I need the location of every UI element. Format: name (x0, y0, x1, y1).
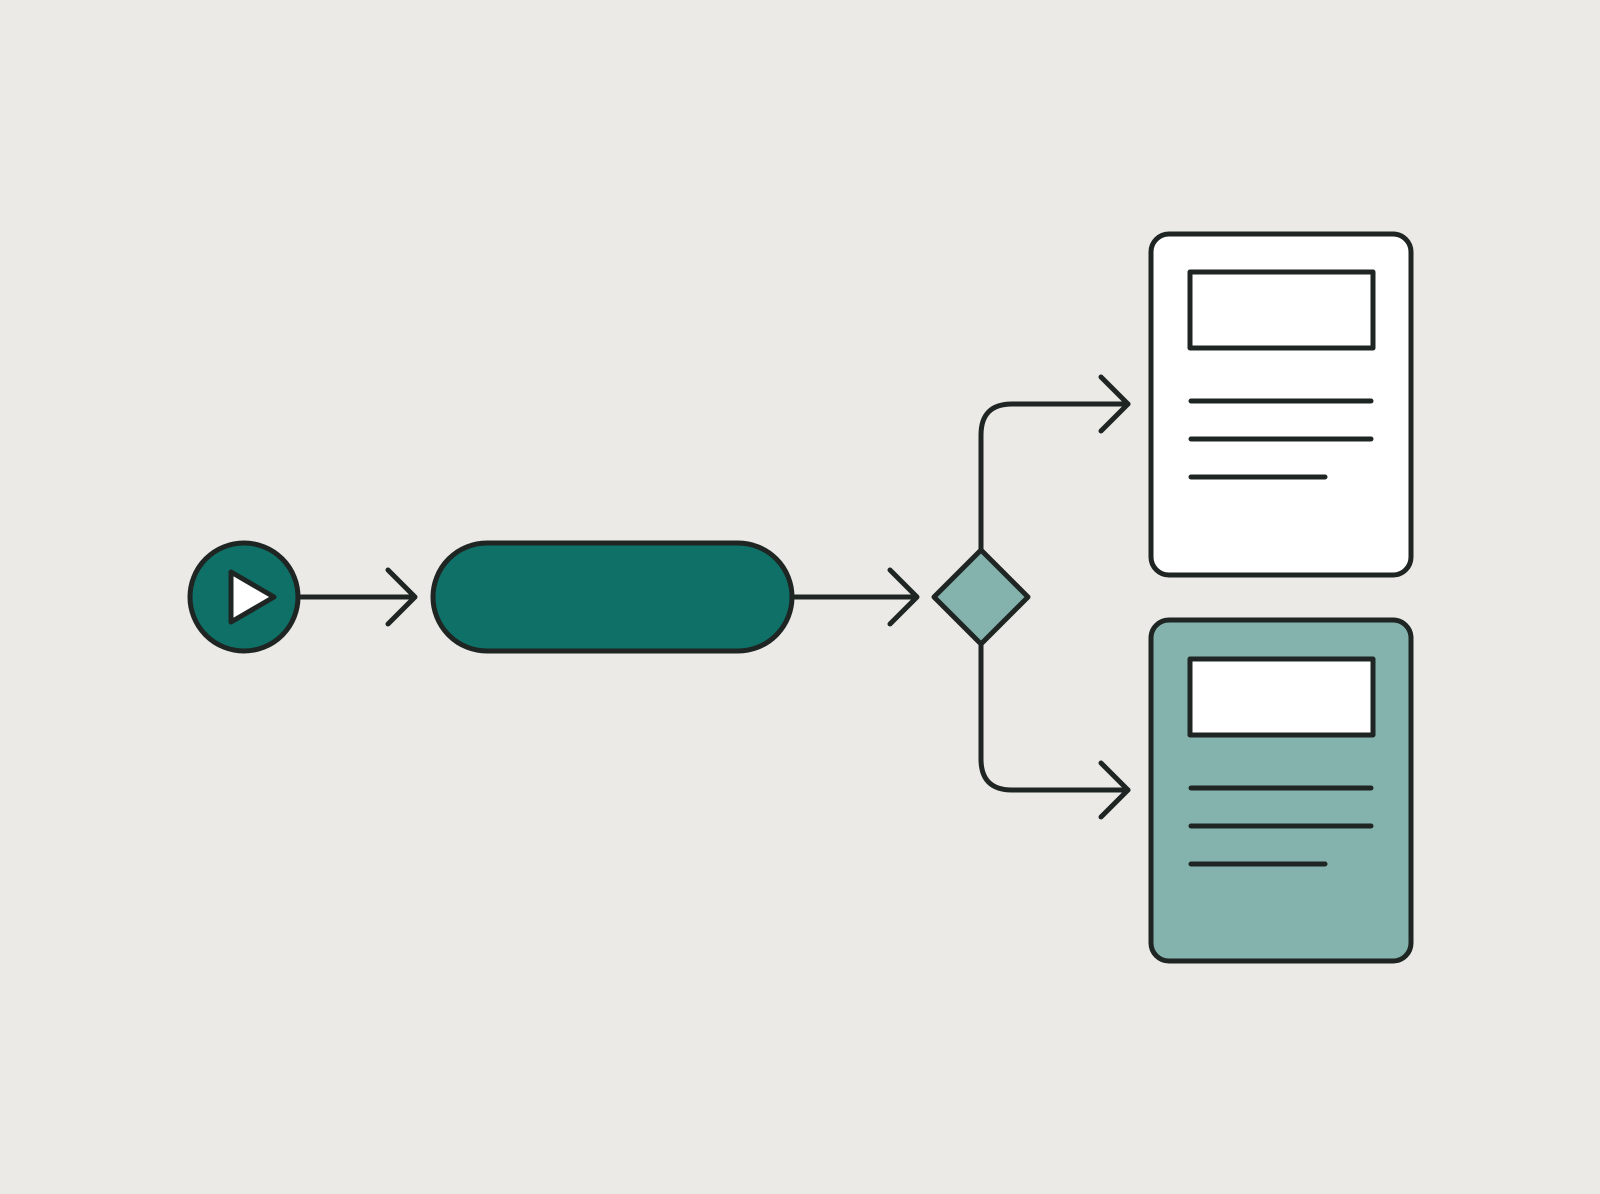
edge-process-to-decision (789, 567, 920, 627)
edge-decision-to-output-b (978, 641, 1131, 820)
edge-start-to-process (295, 567, 418, 627)
arrowhead-icon (385, 567, 418, 627)
edge-decision-to-output-a (978, 374, 1131, 553)
output-card-b[interactable] (1148, 617, 1414, 964)
output-card-a[interactable] (1148, 231, 1414, 578)
card-image-placeholder (1187, 269, 1376, 351)
card-image-placeholder (1187, 656, 1376, 738)
decision-diamond (931, 547, 1031, 647)
decision-node[interactable] (931, 547, 1031, 647)
start-node[interactable] (187, 540, 301, 654)
arrowhead-icon (1098, 760, 1131, 820)
process-node[interactable] (430, 540, 795, 654)
connector-line (978, 641, 1131, 793)
arrowhead-icon (1098, 374, 1131, 434)
process-pill (430, 540, 795, 654)
connector-line (978, 401, 1131, 553)
arrowhead-icon (887, 567, 920, 627)
play-icon (228, 569, 277, 625)
